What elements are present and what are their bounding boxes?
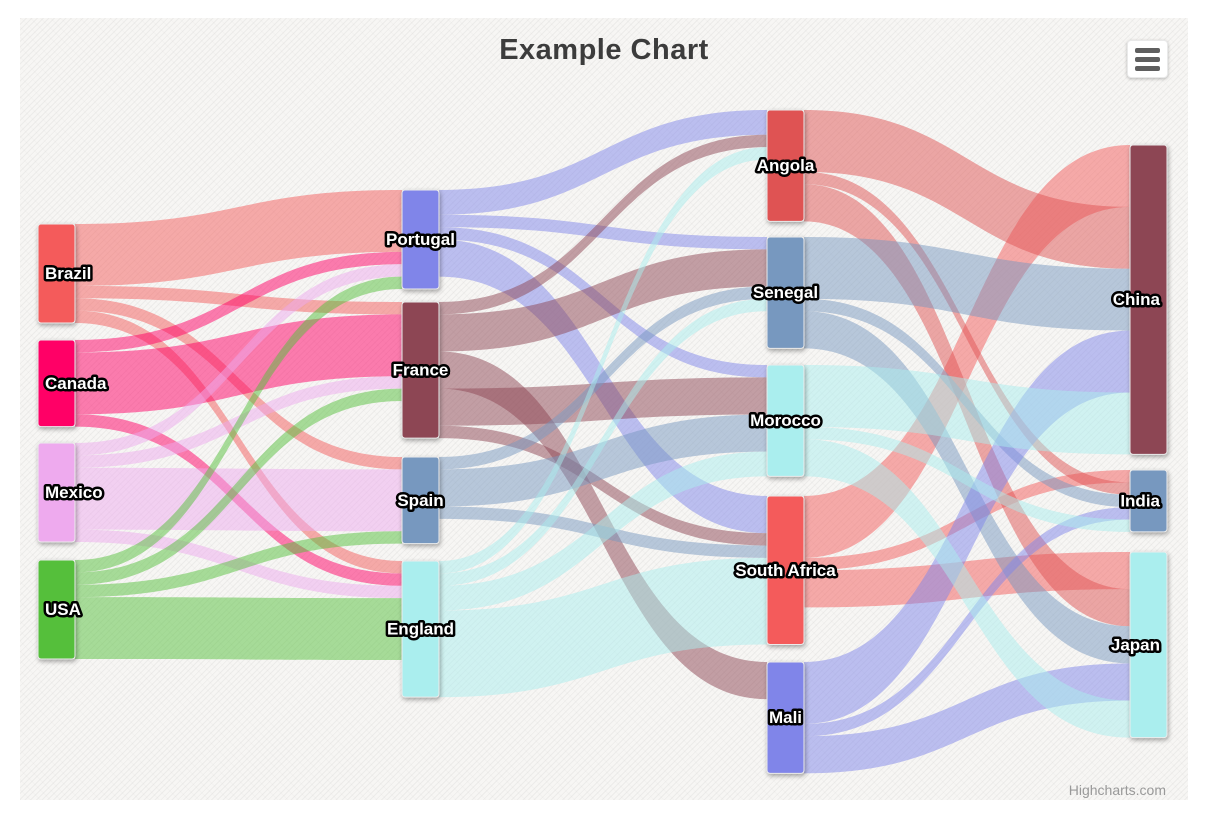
sankey-link-usa-england[interactable]: [75, 597, 402, 660]
sankey-node-spain[interactable]: [401, 456, 440, 545]
node-label-morocco: Morocco: [750, 411, 821, 430]
sankey-link-usa-france[interactable]: [75, 388, 402, 585]
sankey-link-england-morocco[interactable]: [439, 451, 767, 611]
sankey-link-senegal-china[interactable]: [804, 237, 1130, 331]
sankey-link-morocco-china[interactable]: [804, 365, 1130, 455]
node-label-angola: Angola: [757, 156, 815, 175]
sankey-link-south-africa-china[interactable]: [804, 145, 1130, 558]
sankey-node-brazil[interactable]: [37, 223, 76, 324]
node-label-spain: Spain: [397, 491, 443, 510]
sankey-link-angola-india[interactable]: [804, 171, 1130, 495]
sankey-link-mexico-portugal[interactable]: [75, 264, 402, 456]
sankey-link-mexico-spain[interactable]: [75, 467, 402, 532]
sankey-node-france[interactable]: [401, 301, 440, 439]
sankey-link-usa-spain[interactable]: [75, 531, 402, 598]
node-label-brazil: Brazil: [45, 264, 91, 283]
sankey-node-senegal[interactable]: [766, 236, 805, 349]
sankey-link-portugal-senegal[interactable]: [439, 214, 767, 250]
sankey-node-england[interactable]: [401, 560, 440, 698]
node-label-canada: Canada: [45, 374, 107, 393]
node-label-mali: Mali: [769, 708, 802, 727]
sankey-node-usa[interactable]: [37, 559, 76, 660]
sankey-link-canada-portugal[interactable]: [75, 251, 402, 353]
node-label-france: France: [393, 361, 449, 380]
sankey-link-france-south-africa[interactable]: [439, 425, 767, 546]
sankey-link-brazil-england[interactable]: [75, 310, 402, 574]
node-label-japan: Japan: [1111, 635, 1160, 654]
sankey-link-england-senegal[interactable]: [439, 298, 767, 586]
sankey-node-canada[interactable]: [37, 339, 76, 428]
sankey-link-france-senegal[interactable]: [439, 249, 767, 352]
chart-context-menu-button[interactable]: [1127, 40, 1168, 78]
sankey-link-portugal-angola[interactable]: [439, 110, 767, 215]
sankey-link-usa-portugal[interactable]: [75, 276, 402, 573]
node-label-south-africa: South Africa: [735, 561, 836, 580]
sankey-link-mali-china[interactable]: [804, 330, 1130, 724]
node-label-portugal: Portugal: [386, 230, 455, 249]
hamburger-icon-bar: [1135, 47, 1160, 53]
highcharts-credit-link[interactable]: Highcharts.com: [1068, 782, 1166, 798]
sankey-link-morocco-india[interactable]: [804, 426, 1130, 532]
sankey-link-england-south-africa[interactable]: [439, 557, 767, 698]
sankey-link-england-angola[interactable]: [439, 147, 767, 574]
node-label-china: China: [1113, 290, 1161, 309]
node-label-usa: USA: [45, 600, 81, 619]
node-label-england: England: [387, 620, 454, 639]
sankey-node-angola[interactable]: [766, 109, 805, 222]
node-label-senegal: Senegal: [753, 283, 818, 302]
node-label-india: India: [1120, 491, 1160, 510]
sankey-link-mali-india[interactable]: [804, 507, 1130, 737]
sankey-link-france-morocco[interactable]: [439, 377, 767, 426]
sankey-node-china[interactable]: [1129, 144, 1168, 455]
sankey-node-india[interactable]: [1129, 469, 1168, 533]
sankey-node-south-africa[interactable]: [766, 495, 805, 645]
hamburger-icon-bar: [1135, 56, 1160, 62]
sankey-link-angola-china[interactable]: [804, 110, 1130, 269]
chart-title: Example Chart: [499, 34, 709, 66]
sankey-link-morocco-japan[interactable]: [804, 439, 1130, 738]
sankey-link-brazil-portugal[interactable]: [75, 190, 402, 286]
sankey-link-senegal-japan[interactable]: [804, 311, 1130, 664]
sankey-node-mali[interactable]: [766, 661, 805, 774]
sankey-link-spain-senegal[interactable]: [439, 286, 767, 470]
sankey-link-spain-morocco[interactable]: [439, 414, 767, 507]
sankey-node-mexico[interactable]: [37, 442, 76, 543]
sankey-node-morocco[interactable]: [766, 364, 805, 477]
node-label-mexico: Mexico: [45, 483, 103, 502]
sankey-node-japan[interactable]: [1129, 551, 1168, 739]
sankey-node-portugal[interactable]: [401, 189, 440, 290]
hamburger-icon-bar: [1135, 65, 1160, 71]
sankey-link-france-angola[interactable]: [439, 134, 767, 315]
